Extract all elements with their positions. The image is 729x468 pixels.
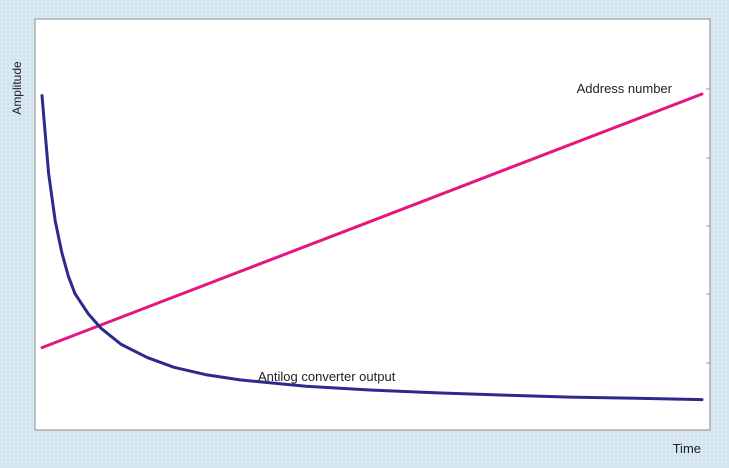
- antilog-output-label: Antilog converter output: [258, 369, 396, 384]
- plot-area: [34, 18, 711, 431]
- address-number-line: [40, 92, 704, 350]
- series-layer: [40, 92, 704, 402]
- antilog-output-curve: [40, 94, 704, 402]
- y-axis-ticks: [706, 88, 710, 364]
- y-axis-label: Amplitude: [10, 61, 24, 115]
- x-axis-label: Time: [673, 441, 701, 456]
- address-number-label: Address number: [577, 81, 673, 96]
